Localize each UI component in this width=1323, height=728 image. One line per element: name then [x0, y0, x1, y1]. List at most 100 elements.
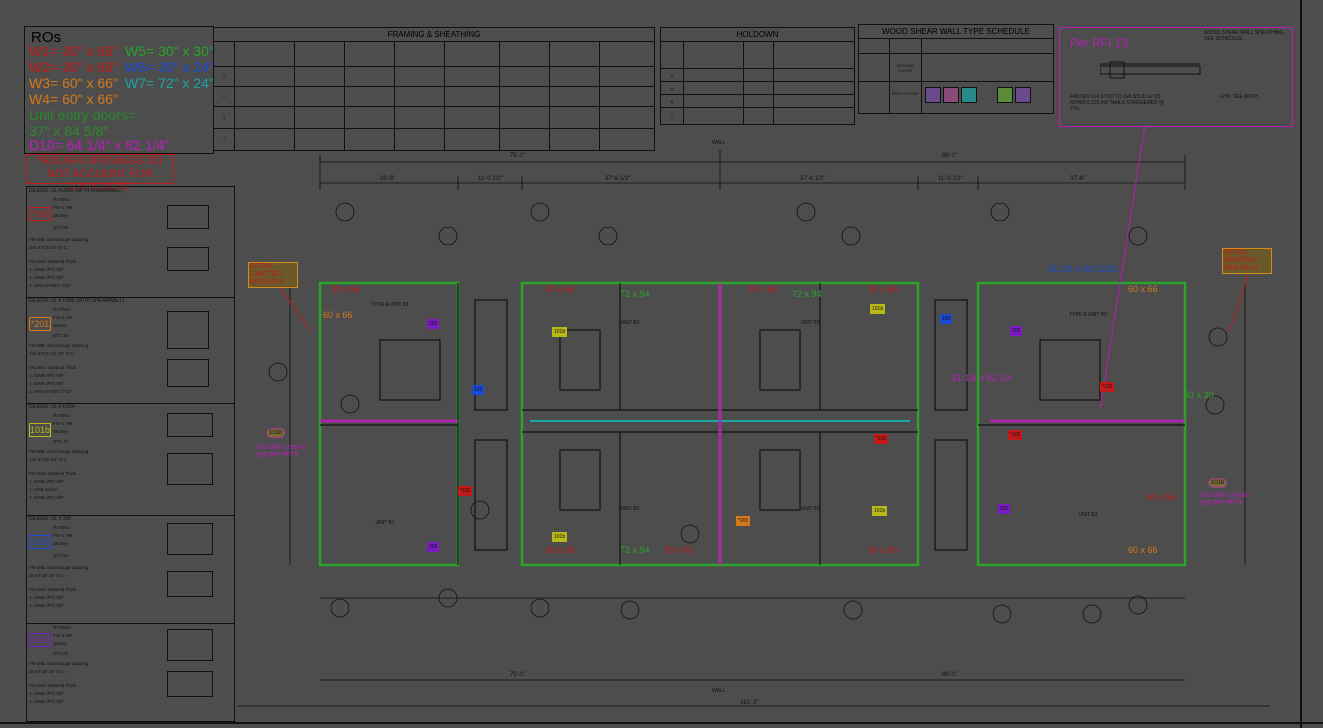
window-ro-label: 60 x 66	[1128, 545, 1158, 555]
rating-row: FACING: Material Thick	[29, 365, 77, 370]
rating-row: 2. GWB (FR) 5/8"	[29, 275, 65, 280]
plan-view-detail	[167, 247, 209, 271]
wall-tag: 101b	[870, 304, 886, 314]
section-view-detail	[167, 413, 213, 437]
dim-top: 37'-6"	[1070, 176, 1086, 182]
rating-row: RATING:	[53, 525, 71, 530]
ro-w4: W4= 60" x 66"	[29, 91, 118, 107]
rating-design: DESIGN: UL # U364	[29, 404, 75, 410]
plan-view-detail	[167, 453, 213, 485]
rating-design: DESIGN: UL # U305 (WITH SHEARWALL)	[29, 298, 125, 304]
rating-row: STC 50	[53, 333, 69, 338]
exclude-gyp-note: Exclude exterior gyp per RFI 9	[1200, 492, 1251, 506]
unit-label: UNIT B3	[1078, 512, 1098, 518]
section-view-detail	[167, 629, 213, 661]
rating-design: DESIGN: UL #U356 (WITH SHEARWALL)	[29, 188, 123, 194]
window-ro-label: 30 x 66	[545, 545, 575, 555]
swatch	[1015, 87, 1031, 103]
rating-row: FRAME: Size/Gauge Spacing	[29, 661, 89, 666]
window-ro-label: 72 x 94	[620, 545, 650, 555]
plan-view-detail	[167, 671, 213, 697]
wall-tag: 101b	[552, 532, 568, 542]
rating-row: STC 60	[53, 651, 69, 656]
rfi-note: FASTEN 2x4 STUD TO 2x6 STUD w/ (2) ROWS …	[1070, 94, 1165, 112]
window-ro-label: 30 x 66	[748, 284, 778, 294]
rating-row: STC 54	[53, 553, 69, 558]
rating-row: 1. GWB (FR) 5/8"	[29, 479, 65, 484]
wall-tag: 202	[427, 542, 440, 552]
rating-block: DESIGN: UL # U305 (WITH SHEARWALL) *201 …	[27, 297, 234, 404]
wall-tag: *102	[1100, 382, 1115, 392]
wall-tag: 202	[1010, 326, 1023, 336]
unit-label: UNIT B2	[620, 320, 640, 326]
rating-row: Fire 2 HR	[53, 633, 73, 638]
window-ro-label: 61 1/4 x 82 1/4	[952, 373, 1012, 383]
rating-row: 2x6 STUD 24" O.C.	[29, 245, 69, 250]
rating-row: Fire 1 HR	[53, 421, 73, 426]
rfi-note: GYP, SEE ARCH	[1220, 94, 1258, 100]
shear-wall-row: SECOND FLOOR	[896, 63, 914, 73]
rating-block: DESIGN: UL # 305 103 RATING: Fire 1 HR S…	[27, 515, 234, 624]
rating-row: Smoke	[53, 641, 68, 646]
shear-wall-schedule: WOOD SHEAR WALL TYPE SCHEDULE SECOND FLO…	[858, 24, 1054, 114]
rating-tag: *201	[29, 317, 51, 331]
unit-label: UNIT B2	[800, 320, 820, 326]
rating-row: RATING:	[53, 625, 71, 630]
dim-bottom: 75'-1"	[510, 672, 526, 678]
ros-title: ROs	[31, 29, 61, 46]
rating-row: Smoke	[53, 429, 68, 434]
swatch	[997, 87, 1013, 103]
window-ro-label: 30 x 66	[664, 545, 694, 555]
ro-w6: W6= 30" x 24"	[125, 59, 214, 75]
rating-row: Smoke	[53, 213, 68, 218]
window-ro-label: 60 x 66	[1128, 284, 1158, 294]
rfi-note: WOOD SHEAR WALL SHEATHING, SEE SCHEDULE	[1204, 30, 1285, 42]
wall-tag: 202	[998, 504, 1011, 514]
holdown-mark: C	[670, 112, 674, 117]
dim-top: 37'-6 1/2"	[800, 176, 826, 182]
framing-sheathing-schedule: FRAMING & SHEATHING 1 2 3 4	[213, 27, 655, 151]
revision-cloud-101b: 101b	[266, 428, 286, 438]
detail-omitted-note: DETAIL OMITTED PER RFI 8	[1222, 248, 1272, 274]
rating-row: FACING: Material Thick	[29, 683, 77, 688]
window-ro-label: 30 x 66	[868, 545, 898, 555]
rating-block: DESIGN: UL #U356 (WITH SHEARWALL) *102 R…	[27, 187, 234, 298]
revision-cloud-101b: 101b	[1208, 478, 1228, 488]
rating-row: FACING: Material Thick	[29, 587, 77, 592]
ro-unit-entry: Unit entry doors=	[29, 107, 136, 123]
window-ro-label: 30 x 66	[545, 284, 575, 294]
rfi-title: Per RFI 13	[1070, 36, 1129, 50]
rating-tag: 103	[29, 535, 51, 549]
rating-row: RATING:	[53, 413, 71, 418]
rating-row: Fire 1 HR	[53, 205, 73, 210]
swatch	[961, 87, 977, 103]
rating-row: 1. GWB (FR) 5/8"	[29, 267, 65, 272]
rating-row: STC 41	[53, 439, 69, 444]
ro-w7: W7= 72" x 24"	[125, 75, 214, 91]
wall-label: WALL	[712, 688, 726, 694]
unit-label: UNIT B1	[375, 520, 395, 526]
window-ro-label: 30 x 66	[331, 284, 361, 294]
wall-tag: *201	[736, 516, 751, 526]
framing-mark: 2	[222, 94, 226, 99]
section-view-detail	[167, 523, 213, 555]
rating-row: Smoke	[53, 541, 68, 546]
holdown-mark: B	[670, 99, 674, 104]
dim-top: 39'-6"	[380, 176, 396, 182]
sheet-border-right	[1300, 0, 1302, 728]
plan-view-detail	[167, 359, 209, 387]
rating-design: DESIGN: UL # 305	[29, 516, 72, 522]
dim-top: 11'-0 1/2"	[938, 176, 963, 182]
unit-label: TYPE A UNIT B1	[371, 302, 409, 308]
ro-w5: W5= 30" x 30"	[125, 43, 214, 59]
floor-plan	[238, 124, 1270, 707]
wall-tag: *102	[1008, 430, 1023, 440]
rating-block: 202 RATING: Fire 2 HR Smoke STC 60 FRAME…	[27, 623, 234, 719]
holdown-title: HOLDOWN	[661, 28, 854, 42]
rating-row: 2. GWB (FR) 5/8"	[29, 603, 65, 608]
wall-tag: *102	[874, 434, 889, 444]
rating-row: 3. SHEATHING 7/16"	[29, 283, 72, 288]
rating-row: FACING: Material Thick	[29, 471, 77, 476]
rating-row: Smoke	[53, 323, 68, 328]
